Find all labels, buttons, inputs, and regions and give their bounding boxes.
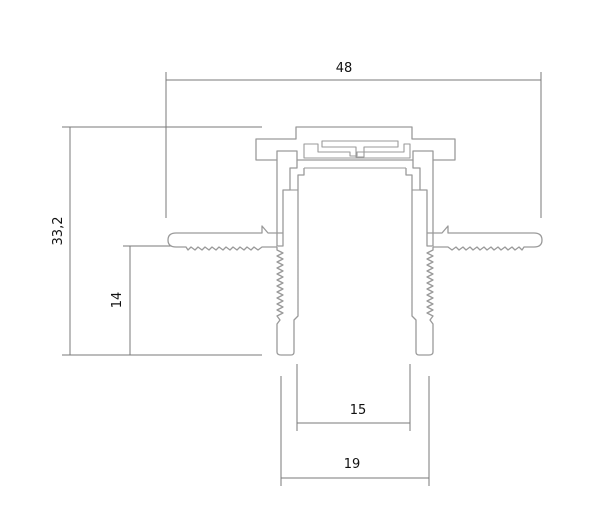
profile-track-channel [303, 143, 411, 159]
overall-height-label: 33,2 [51, 217, 66, 246]
profile-center-right [405, 168, 413, 190]
flange-height-label: 14 [110, 292, 125, 309]
dimension-inner-width: 15 [296, 364, 411, 431]
profile-right-flange [427, 225, 543, 251]
outer-width-label: 19 [344, 457, 361, 472]
profile-cross-section [167, 126, 543, 356]
dimension-overall-height: 33,2 [51, 126, 262, 356]
profile-center-left [297, 168, 305, 190]
dimension-overall-width: 48 [165, 61, 542, 218]
dimension-outer-width: 19 [280, 376, 430, 486]
inner-width-label: 15 [350, 403, 367, 418]
profile-left-ribbed-wall [276, 190, 299, 356]
profile-right-wall [412, 160, 434, 247]
overall-width-label: 48 [336, 61, 353, 76]
profile-left-flange [167, 225, 283, 251]
profile-track-slot [321, 140, 399, 158]
profile-right-ribbed-wall [411, 190, 434, 356]
dimension-flange-height: 14 [110, 245, 172, 355]
profile-left-wall [276, 160, 298, 247]
